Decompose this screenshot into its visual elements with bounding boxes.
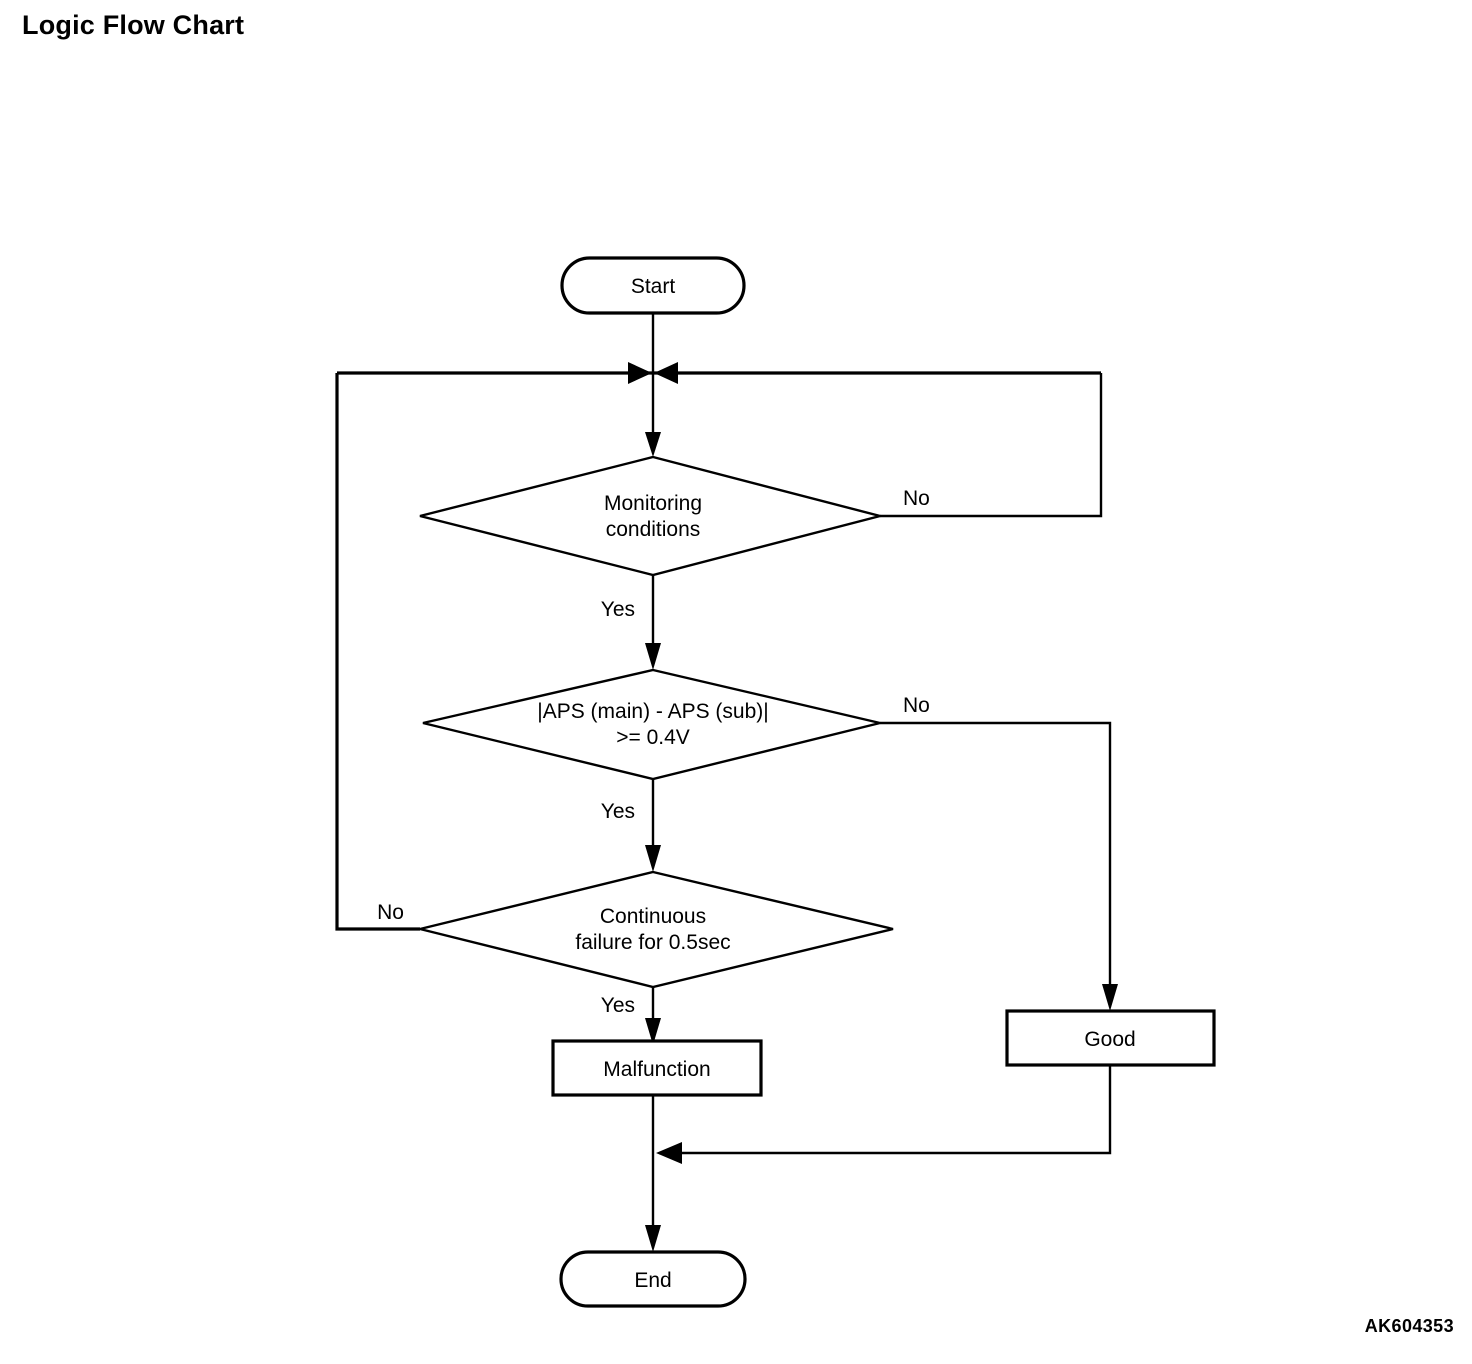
arrowhead-merge-into-trunk: [656, 1142, 682, 1164]
malfunction-shape: [551, 1039, 763, 1097]
edge-good-to-end: [659, 1065, 1112, 1155]
node-malfunction: Malfunction: [551, 1039, 763, 1097]
end-label: End: [634, 1269, 671, 1292]
arrowhead-top-from-left: [628, 362, 652, 384]
node-monitoring-conditions: Monitoring conditions: [419, 455, 885, 577]
arrowhead-into-malfunction: [645, 1018, 661, 1045]
good-shape: [1005, 1009, 1216, 1067]
edge-label-aps-yes: Yes: [601, 800, 635, 823]
node-continuous-failure: Continuous failure for 0.5sec: [419, 870, 894, 989]
end-shape: [559, 1250, 747, 1308]
edge-label-monitoring-yes: Yes: [601, 598, 635, 621]
edge-label-continuous-yes: Yes: [601, 994, 635, 1017]
good-label: Good: [1084, 1028, 1135, 1051]
arrowhead-into-good: [1102, 984, 1118, 1011]
aps-diamond-shape: [422, 668, 881, 781]
aps-label-line1: |APS (main) - APS (sub)|: [537, 700, 768, 723]
monitoring-diamond-shape: [419, 455, 885, 577]
arrowhead-into-aps: [645, 643, 661, 670]
edge-label-monitoring-no: No: [903, 487, 930, 510]
arrowhead-into-end: [645, 1225, 661, 1252]
continuous-label-line1: Continuous: [600, 905, 706, 928]
arrowhead-into-continuous: [645, 845, 661, 872]
edge-label-aps-no: No: [903, 694, 930, 717]
node-aps-difference: |APS (main) - APS (sub)| >= 0.4V: [422, 668, 881, 781]
malfunction-label: Malfunction: [603, 1058, 710, 1081]
page-title: Logic Flow Chart: [22, 10, 245, 40]
arrowhead-top-from-right: [654, 362, 678, 384]
monitoring-label-line2: conditions: [606, 518, 701, 541]
figure-code: AK604353: [1364, 1316, 1454, 1336]
node-good: Good: [1005, 1009, 1216, 1067]
continuous-diamond-shape: [419, 870, 894, 989]
edge-aps-no: [880, 721, 1112, 1006]
aps-label-line2: >= 0.4V: [616, 726, 690, 749]
monitoring-label-line1: Monitoring: [604, 492, 702, 515]
continuous-label-line2: failure for 0.5sec: [575, 931, 730, 954]
arrowhead-into-monitoring: [645, 432, 661, 457]
node-start: Start: [560, 256, 746, 315]
start-label: Start: [631, 275, 676, 298]
node-end: End: [559, 1250, 747, 1308]
edge-label-continuous-no: No: [377, 901, 404, 924]
edge-continuous-no: [335, 373, 420, 931]
edge-monitoring-no: [880, 373, 1103, 518]
